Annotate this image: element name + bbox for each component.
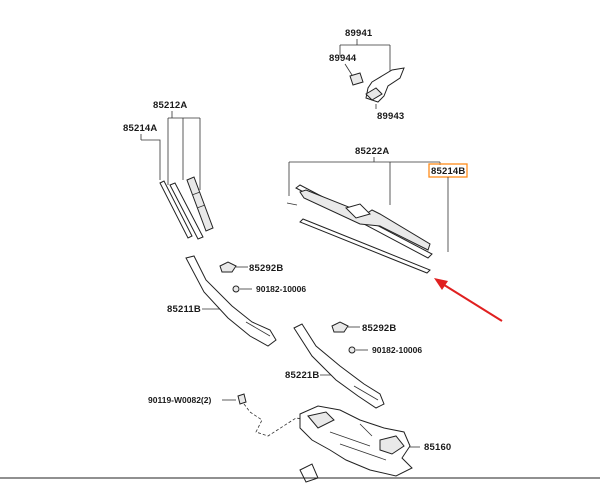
left-arm-detail bbox=[245, 321, 271, 337]
linkage-detail bbox=[329, 423, 387, 461]
label-85292B-right: 85292B bbox=[362, 323, 396, 334]
bolt-dashed-path bbox=[243, 403, 309, 437]
linkage-bracket bbox=[299, 463, 319, 483]
label-85211B: 85211B bbox=[167, 304, 201, 315]
label-85292B-left: 85292B bbox=[249, 263, 283, 274]
label-85222A: 85222A bbox=[355, 146, 389, 157]
arrow-head bbox=[434, 278, 448, 290]
left-arm-group: 85292B 90182-10006 85211B bbox=[167, 255, 306, 347]
right-arm-nut bbox=[348, 346, 356, 354]
right-arm-detail bbox=[353, 385, 379, 401]
right-blade-body bbox=[299, 189, 431, 251]
linkage-group: 90119-W0082(2) 85160 bbox=[148, 393, 451, 483]
label-85160: 85160 bbox=[424, 442, 451, 453]
sensor-plug bbox=[365, 87, 383, 101]
right-wiper-arm bbox=[293, 323, 385, 409]
right-arm-group: 85292B 90182-10006 85221B bbox=[285, 321, 422, 409]
linkage-pivot-left bbox=[307, 411, 335, 429]
right-blade-tip bbox=[286, 202, 298, 206]
right-blade-connector bbox=[345, 203, 371, 219]
label-85221B: 85221B bbox=[285, 370, 319, 381]
left-arm-cap bbox=[219, 261, 237, 273]
label-89944: 89944 bbox=[329, 53, 357, 64]
left-blade-body bbox=[169, 182, 204, 240]
label-85214A: 85214A bbox=[123, 123, 157, 134]
label-85212A: 85212A bbox=[153, 100, 187, 111]
left-rubber-strip bbox=[159, 180, 193, 239]
leader-85212A bbox=[167, 111, 201, 190]
leader-85214A bbox=[140, 134, 161, 180]
label-85214B: 85214B bbox=[431, 166, 465, 177]
label-90119: 90119-W0082(2) bbox=[148, 395, 211, 405]
left-arm-nut bbox=[232, 285, 240, 293]
clip-part bbox=[349, 72, 364, 86]
right-rubber-strip bbox=[299, 218, 431, 274]
left-blade-frame bbox=[186, 176, 214, 232]
left-wiper-arm bbox=[185, 255, 277, 347]
pointer-arrow bbox=[434, 278, 503, 322]
linkage-pivot-right bbox=[379, 435, 405, 455]
leader-85222A bbox=[288, 157, 441, 205]
left-blade-detail bbox=[191, 191, 206, 209]
label-90182-left: 90182-10006 bbox=[256, 284, 306, 294]
left-blade-group: 85212A 85214A bbox=[123, 100, 214, 240]
rain-sensor-group: 89941 89944 89943 bbox=[329, 28, 405, 122]
label-90182-right: 90182-10006 bbox=[372, 345, 422, 355]
leader-89941 bbox=[339, 39, 391, 72]
bolt-part bbox=[237, 393, 247, 405]
label-89941: 89941 bbox=[345, 28, 373, 39]
right-arm-cap bbox=[331, 321, 349, 333]
right-blade-group: 85222A 85214B bbox=[286, 146, 468, 274]
leader-89944 bbox=[344, 63, 353, 76]
arrow-shaft bbox=[440, 282, 503, 322]
label-89943: 89943 bbox=[377, 111, 404, 122]
